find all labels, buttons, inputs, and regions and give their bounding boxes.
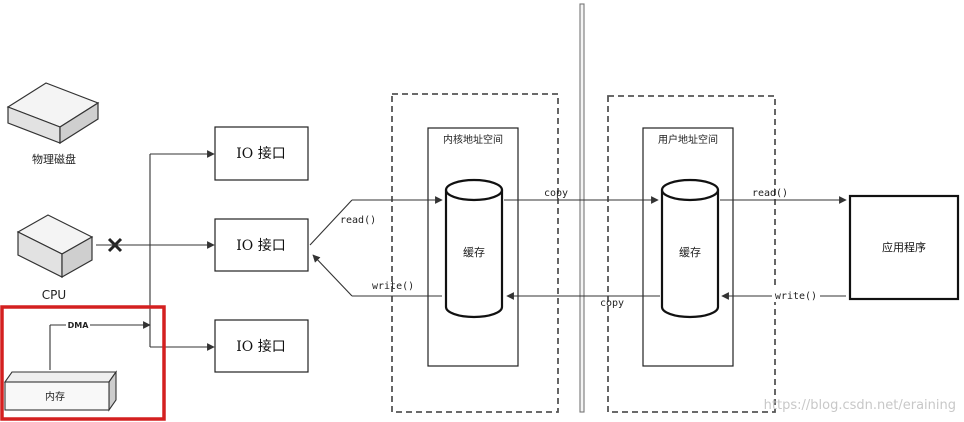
copy-label-bottom: copy — [600, 298, 624, 309]
kernel-space-label: 内核地址空间 — [443, 133, 503, 146]
write-label-right-bg — [772, 289, 820, 302]
dma-label-bg — [66, 319, 90, 330]
disk-icon — [6, 82, 100, 145]
dma-arrow — [49, 321, 151, 370]
write-label-right: write() — [775, 291, 817, 302]
io-interface-top-label: IO 接口 — [236, 145, 285, 162]
bus-lines — [96, 150, 215, 351]
write-label-left: write() — [372, 281, 414, 292]
application-box — [848, 194, 960, 301]
write-arrow-left — [312, 254, 442, 297]
memory-icon — [3, 370, 118, 412]
io-interface-bottom — [214, 319, 309, 373]
kernel-cache-cylinder — [444, 178, 504, 319]
read-arrow-left — [309, 196, 443, 246]
user-dashed-region — [607, 95, 776, 413]
watermark: https://blog.csdn.net/eraining — [764, 398, 956, 413]
dma-label: DMA — [68, 321, 90, 330]
read-label-right: read() — [752, 188, 788, 199]
kernel-dashed-region — [391, 93, 559, 413]
io-interface-bottom-label: IO 接口 — [236, 338, 285, 355]
kernel-user-divider — [579, 3, 585, 413]
memory-label: 内存 — [45, 390, 65, 403]
io-interface-top — [214, 126, 309, 181]
cpu-icon — [16, 214, 94, 279]
user-space-label: 用户地址空间 — [658, 133, 718, 146]
user-cache-label: 缓存 — [679, 245, 701, 259]
kernel-cache-label: 缓存 — [463, 245, 485, 259]
disk-label: 物理磁盘 — [32, 152, 76, 166]
io-interface-middle-label: IO 接口 — [236, 237, 285, 254]
read-label-left: read() — [340, 215, 376, 226]
dma-highlight-box — [0, 305, 166, 421]
copy-label-top: copy — [544, 188, 568, 199]
user-cache-cylinder — [660, 178, 720, 319]
io-interface-middle — [214, 218, 309, 272]
cpu-label: CPU — [42, 288, 66, 302]
application-label: 应用程序 — [882, 240, 926, 254]
